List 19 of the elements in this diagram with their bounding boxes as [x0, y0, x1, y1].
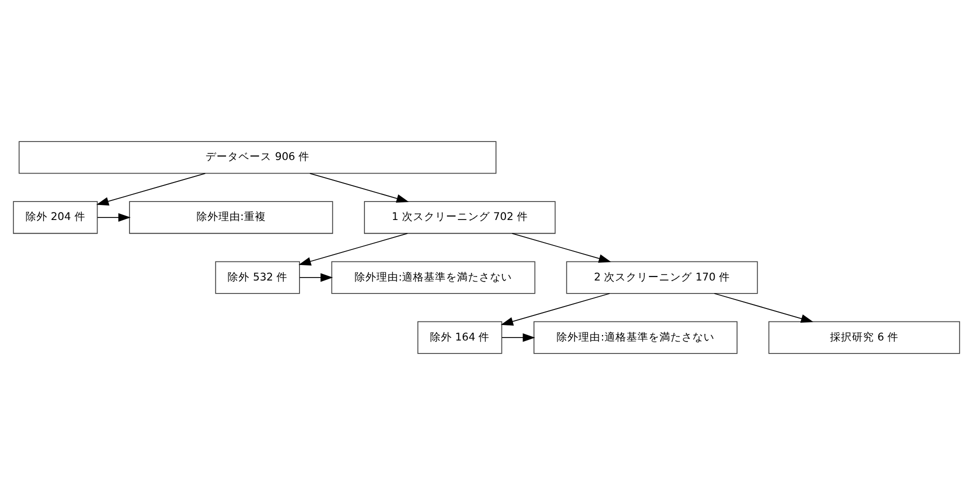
arrow: [96, 172, 206, 206]
node-box: 除外 532 件: [215, 260, 300, 294]
node-box: 採択研究 6 件: [768, 320, 960, 354]
arrow: [502, 332, 536, 342]
node-box: 1 次スクリーニング 702 件: [364, 200, 556, 234]
node-box: 除外理由:重複: [129, 200, 334, 234]
node-box: 除外 204 件: [12, 200, 98, 234]
node-box: 除外 164 件: [417, 320, 502, 354]
arrow: [298, 232, 408, 266]
arrow: [309, 172, 409, 202]
arrow: [97, 212, 131, 222]
node-box: 除外理由:適格基準を満たさない: [534, 320, 738, 354]
node-box: データベース 906 件: [18, 140, 496, 174]
arrow: [500, 292, 610, 326]
node-box: 2 次スクリーニング 170 件: [566, 260, 758, 294]
arrow: [714, 292, 814, 322]
arrow: [299, 272, 333, 282]
node-box: 除外理由:適格基準を満たさない: [331, 260, 536, 294]
arrow: [512, 232, 612, 262]
